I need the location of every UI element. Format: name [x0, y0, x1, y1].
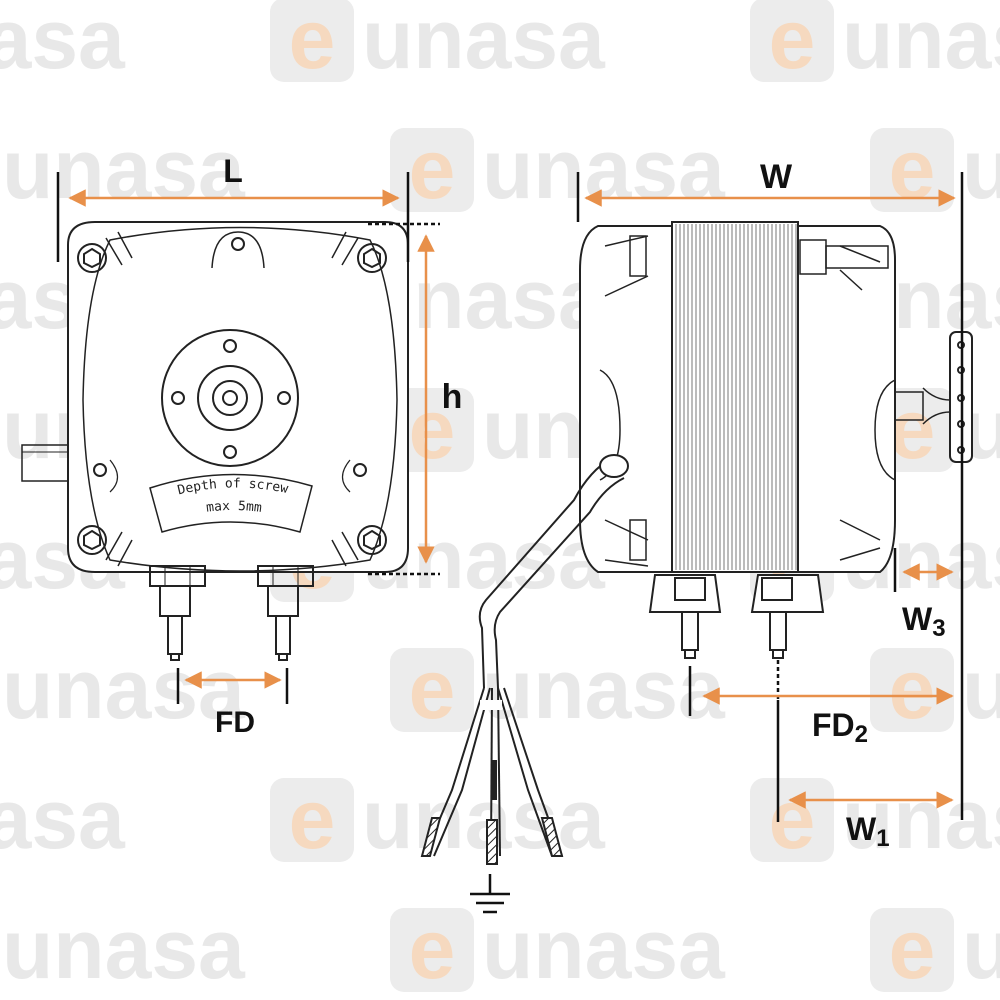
screw-depth-note: Depth of screw max 5mm	[149, 473, 313, 533]
watermark-text: unasa	[842, 0, 1000, 86]
watermark-logo-box	[270, 0, 354, 82]
watermark-text: unasa	[0, 772, 126, 866]
side-foot-left	[648, 574, 722, 659]
watermark-logo-letter: e	[889, 382, 936, 476]
stator-laminations	[675, 224, 797, 570]
corner-nut-bl	[77, 525, 133, 567]
dimension-W3: W3	[893, 548, 954, 642]
watermark-logo-letter: e	[889, 902, 936, 996]
dimension-L: L	[56, 153, 410, 262]
label-FD: FD	[215, 706, 255, 739]
watermark-logo-box	[390, 908, 474, 992]
label-L: L	[223, 153, 243, 189]
watermark-logo-letter: e	[769, 772, 816, 866]
watermark-logo-letter: e	[889, 122, 936, 216]
label-h: h	[442, 378, 463, 416]
watermark-text: unasa	[2, 902, 246, 996]
watermark-text: unasa	[482, 902, 726, 996]
hub-outer	[161, 329, 299, 467]
watermark-logo-box	[750, 0, 834, 82]
power-cable	[420, 454, 629, 865]
watermark-logo-box	[390, 648, 474, 732]
note-line-2: max 5mm	[205, 499, 262, 516]
watermark-text: unasa	[962, 902, 1000, 996]
dimension-W: W	[576, 158, 964, 820]
watermark-text: unasa	[0, 0, 126, 86]
label-FD2: FD2	[812, 707, 868, 748]
watermark-text: unasa	[962, 122, 1000, 216]
corner-nut-tr	[331, 231, 387, 273]
corner-nut-tl	[77, 231, 133, 273]
dimension-h: h	[368, 222, 463, 576]
watermark-logo-box	[390, 128, 474, 212]
side-foot-right	[750, 574, 825, 659]
watermark-text: unasa	[362, 0, 606, 86]
watermark-logo-letter: e	[889, 642, 936, 736]
watermark-text: unasa	[482, 122, 726, 216]
watermark-logo-letter: e	[409, 642, 456, 736]
front-foot-left	[149, 565, 206, 661]
watermark-logo-letter: e	[289, 0, 336, 86]
watermark-text: unasa	[2, 122, 246, 216]
ground-symbol-icon	[470, 874, 510, 914]
label-W3: W3	[902, 601, 946, 642]
label-W1: W1	[846, 811, 890, 852]
watermark-text: unasa	[362, 772, 606, 866]
watermark-text: unasa	[842, 772, 1000, 866]
watermark-text: unasa	[962, 642, 1000, 736]
label-W: W	[760, 158, 793, 196]
watermark-text: unasa	[2, 642, 246, 736]
watermark-logo-box	[270, 778, 354, 862]
watermark-logo-letter: e	[409, 122, 456, 216]
front-foot-right	[257, 565, 314, 661]
dimension-FD: FD	[176, 668, 289, 739]
watermark-logo-letter: e	[289, 772, 336, 866]
watermark-logo-box	[870, 908, 954, 992]
watermark-logo-letter: e	[409, 902, 456, 996]
front-view	[21, 221, 409, 661]
corner-nut-br	[331, 525, 387, 567]
dimension-W1: W1	[788, 791, 954, 852]
watermark-logo-letter: e	[769, 0, 816, 86]
dimension-FD2: FD2	[688, 660, 954, 822]
